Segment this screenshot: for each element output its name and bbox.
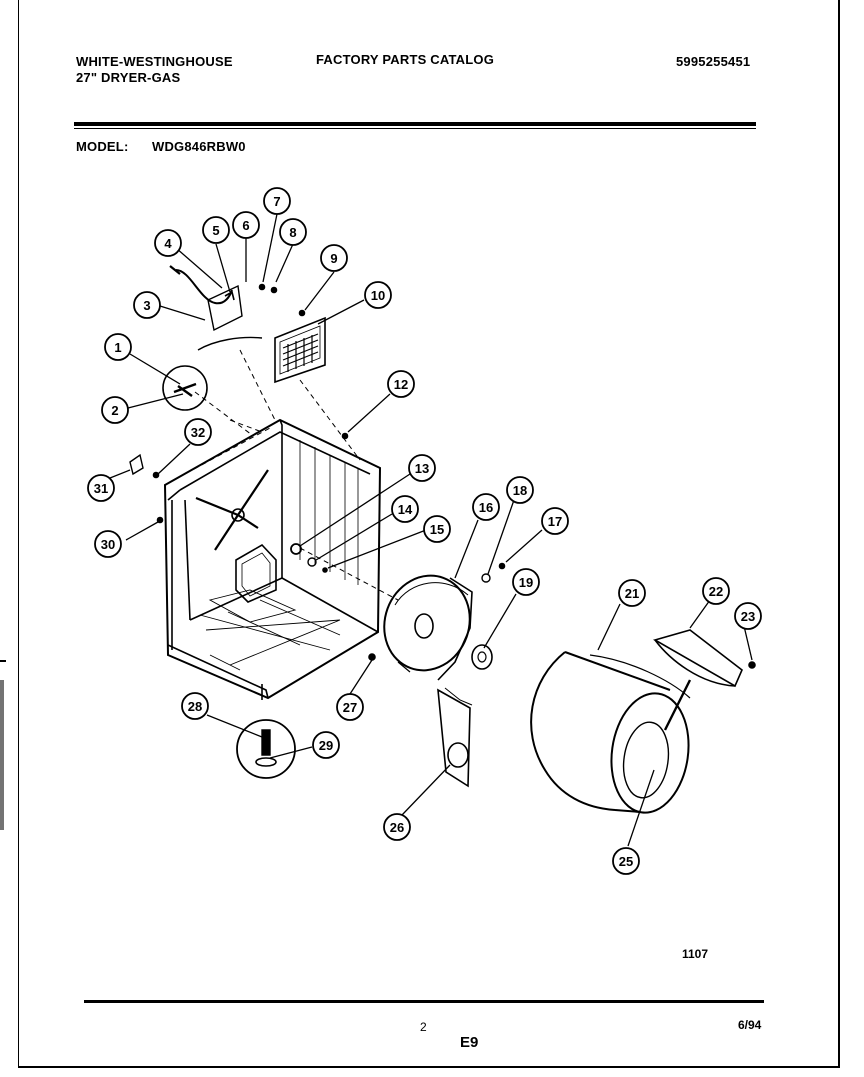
callout-label-5: 5 bbox=[212, 223, 219, 238]
callout-label-15: 15 bbox=[430, 522, 444, 537]
callout-13 bbox=[408, 454, 436, 482]
header-rule-thin bbox=[74, 128, 756, 129]
model-number: WDG846RBW0 bbox=[152, 139, 246, 154]
callout-17 bbox=[541, 507, 569, 535]
callout-4 bbox=[154, 229, 182, 257]
callout-18 bbox=[506, 476, 534, 504]
page-frame bbox=[18, 0, 840, 1068]
callout-16 bbox=[472, 493, 500, 521]
callout-label-23: 23 bbox=[741, 609, 755, 624]
callout-19 bbox=[512, 568, 540, 596]
callout-1 bbox=[104, 333, 132, 361]
brand-name: WHITE-WESTINGHOUSE bbox=[76, 54, 233, 69]
drum-baffle bbox=[652, 629, 743, 688]
callout-label-8: 8 bbox=[289, 225, 296, 240]
callout-32 bbox=[184, 418, 212, 446]
callout-label-28: 28 bbox=[188, 699, 202, 714]
page-number: 2 bbox=[420, 1020, 427, 1034]
callout-label-29: 29 bbox=[319, 738, 333, 753]
power-cord-assembly bbox=[169, 265, 263, 351]
callout-label-4: 4 bbox=[164, 236, 172, 251]
callout-label-1: 1 bbox=[114, 340, 121, 355]
callout-30 bbox=[94, 530, 122, 558]
callout-27 bbox=[336, 693, 364, 721]
callout-12 bbox=[387, 370, 415, 398]
callout-label-17: 17 bbox=[548, 514, 562, 529]
callout-label-32: 32 bbox=[191, 425, 205, 440]
callout-5 bbox=[202, 216, 230, 244]
dryer-cabinet bbox=[163, 349, 399, 700]
callout-25 bbox=[612, 847, 640, 875]
lint-screen bbox=[274, 316, 326, 384]
callout-label-26: 26 bbox=[390, 820, 404, 835]
callout-label-6: 6 bbox=[242, 218, 249, 233]
callout-label-2: 2 bbox=[111, 403, 118, 418]
callout-label-3: 3 bbox=[143, 298, 150, 313]
callout-2 bbox=[101, 396, 129, 424]
callout-label-18: 18 bbox=[513, 483, 527, 498]
callout-label-19: 19 bbox=[519, 575, 533, 590]
callout-label-14: 14 bbox=[398, 502, 413, 517]
callout-label-16: 16 bbox=[479, 500, 493, 515]
callout-labels: 1 2 3 4 5 6 7 8 9 10 12 13 14 15 16 18 1… bbox=[94, 194, 755, 869]
detail-circle-leveling-leg bbox=[236, 719, 296, 779]
diagram-code: 1107 bbox=[682, 947, 709, 961]
callout-7 bbox=[263, 187, 291, 215]
callout-14 bbox=[391, 495, 419, 523]
callout-label-13: 13 bbox=[415, 461, 429, 476]
callout-label-9: 9 bbox=[330, 251, 337, 266]
callout-31 bbox=[87, 474, 115, 502]
product-name: 27" DRYER-GAS bbox=[76, 70, 181, 85]
callout-21 bbox=[618, 579, 646, 607]
callouts bbox=[87, 187, 762, 875]
leader-lines bbox=[109, 213, 753, 847]
scan-mark bbox=[0, 680, 4, 830]
callout-6 bbox=[232, 211, 260, 239]
catalog-title: FACTORY PARTS CATALOG bbox=[316, 52, 495, 67]
section-code: E9 bbox=[460, 1034, 479, 1051]
callout-label-30: 30 bbox=[101, 537, 115, 552]
detail-circle-switch bbox=[162, 365, 208, 411]
callout-9 bbox=[320, 244, 348, 272]
callout-28 bbox=[181, 692, 209, 720]
callout-22 bbox=[702, 577, 730, 605]
callout-29 bbox=[312, 731, 340, 759]
small-hardware bbox=[129, 283, 756, 669]
rear-bracket bbox=[471, 644, 493, 670]
callout-26 bbox=[383, 813, 411, 841]
revision-date: 6/94 bbox=[738, 1018, 762, 1032]
callout-8 bbox=[279, 218, 307, 246]
footer-rule bbox=[84, 1000, 764, 1003]
callout-10 bbox=[364, 281, 392, 309]
callout-label-21: 21 bbox=[625, 586, 639, 601]
callout-label-22: 22 bbox=[709, 584, 723, 599]
callout-15 bbox=[423, 515, 451, 543]
catalog-number: 5995255451 bbox=[676, 54, 751, 69]
header-rule bbox=[74, 122, 756, 126]
callout-label-31: 31 bbox=[94, 481, 108, 496]
model-label: MODEL: bbox=[76, 139, 129, 154]
exhaust-duct-panel bbox=[437, 687, 473, 788]
callout-label-7: 7 bbox=[273, 194, 280, 209]
callout-label-10: 10 bbox=[371, 288, 385, 303]
callout-23 bbox=[734, 602, 762, 630]
callout-label-27: 27 bbox=[343, 700, 357, 715]
dryer-drum bbox=[530, 651, 692, 814]
front-bulkhead bbox=[383, 574, 473, 681]
callout-3 bbox=[133, 291, 161, 319]
callout-label-25: 25 bbox=[619, 854, 633, 869]
scan-mark bbox=[0, 660, 6, 662]
callout-label-12: 12 bbox=[394, 377, 408, 392]
